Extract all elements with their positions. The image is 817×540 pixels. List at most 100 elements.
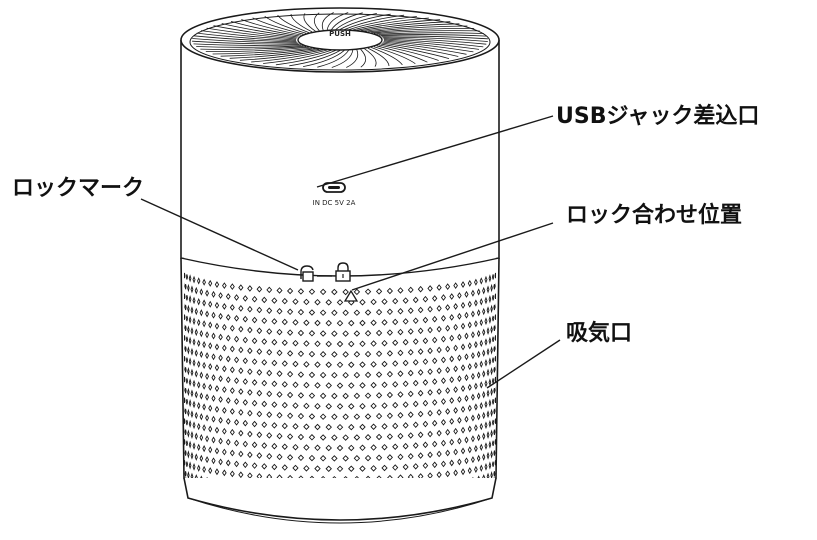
lock-mark-label: ロックマーク <box>12 176 145 201</box>
mesh-hole <box>460 343 466 351</box>
mesh-hole <box>297 412 305 420</box>
mesh-hole <box>392 443 399 450</box>
mesh-hole <box>211 374 216 382</box>
mesh-hole <box>457 396 462 403</box>
mesh-hole <box>192 421 196 430</box>
mesh-hole <box>238 450 244 458</box>
mesh-hole <box>482 453 486 461</box>
mesh-hole <box>445 449 451 457</box>
usb-port-label: USBジャック差込口 <box>556 104 760 129</box>
mesh-hole <box>211 332 216 340</box>
mesh-hole <box>407 390 414 398</box>
mesh-hole <box>242 461 248 469</box>
mesh-hole <box>359 340 366 348</box>
mesh-hole <box>194 370 198 378</box>
mesh-hole <box>494 314 496 320</box>
mesh-hole <box>494 293 496 300</box>
mesh-hole <box>266 432 273 439</box>
mesh-hole <box>417 431 424 439</box>
mesh-hole <box>493 283 496 290</box>
mesh-hole <box>194 390 198 399</box>
mesh-hole <box>251 420 258 428</box>
mesh-hole <box>251 462 258 469</box>
mesh-hole <box>336 465 344 473</box>
mesh-hole <box>397 287 404 294</box>
mesh-hole <box>484 275 488 284</box>
mesh-hole <box>460 405 466 413</box>
mesh-hole <box>386 370 393 378</box>
mesh-hole <box>342 434 349 441</box>
mesh-hole <box>402 442 409 450</box>
mesh-hole <box>238 284 244 291</box>
mesh-hole <box>491 357 495 363</box>
mesh-hole <box>460 468 466 476</box>
mesh-hole <box>381 360 388 368</box>
mesh-hole <box>476 413 481 421</box>
mesh-hole <box>407 307 414 314</box>
mesh-hole <box>479 360 483 368</box>
mesh-hole <box>397 308 404 315</box>
mesh-hole <box>251 441 258 449</box>
mesh-hole <box>493 491 496 498</box>
mesh-hole <box>297 329 305 337</box>
mesh-hole <box>205 414 210 422</box>
mesh-hole <box>436 388 442 395</box>
mesh-hole <box>436 471 442 479</box>
mesh-hole <box>370 444 377 451</box>
lock-align-leader <box>351 222 554 291</box>
mesh-hole <box>476 392 481 400</box>
mesh-hole <box>445 283 451 291</box>
grille-blade <box>383 40 474 53</box>
mesh-hole <box>197 360 201 368</box>
mesh-hole <box>488 315 492 325</box>
mesh-hole <box>261 442 268 449</box>
mesh-hole <box>440 294 446 301</box>
mesh-hole <box>432 357 438 365</box>
mesh-hole <box>303 340 310 347</box>
mesh-hole <box>432 336 438 344</box>
mesh-hole <box>325 403 332 410</box>
mesh-hole <box>493 325 496 331</box>
mesh-hole <box>488 336 492 345</box>
mesh-hole <box>427 368 433 375</box>
mesh-hole <box>386 412 393 420</box>
mesh-hole <box>364 434 372 441</box>
mesh-hole <box>453 407 458 414</box>
mesh-hole <box>449 459 455 467</box>
mesh-hole <box>497 480 498 485</box>
mesh-hole <box>436 284 442 291</box>
mesh-hole <box>287 287 294 295</box>
mesh-hole <box>214 301 220 309</box>
mesh-hole <box>353 392 361 400</box>
mesh-hole <box>482 349 486 357</box>
mesh-hole <box>342 413 349 421</box>
mesh-hole <box>184 387 187 394</box>
mesh-hole <box>375 454 383 462</box>
mesh-hole <box>256 389 263 397</box>
mesh-hole <box>493 471 496 477</box>
mesh-hole <box>407 369 414 377</box>
mesh-hole <box>199 350 204 359</box>
mesh-hole <box>422 337 429 345</box>
mesh-hole <box>370 402 377 410</box>
grille-blade <box>371 27 475 33</box>
mesh-hole <box>266 307 273 314</box>
mesh-hole <box>271 359 278 367</box>
mesh-hole <box>490 325 493 334</box>
mesh-hole <box>211 353 216 361</box>
mesh-hole <box>402 380 409 388</box>
mesh-hole <box>397 453 404 461</box>
mesh-hole <box>225 313 231 321</box>
mesh-hole <box>256 327 263 335</box>
mesh-hole <box>184 490 185 496</box>
mesh-hole <box>202 424 206 432</box>
grille-blade <box>263 49 332 64</box>
mesh-hole <box>187 470 190 480</box>
mesh-hole <box>353 288 361 296</box>
mesh-hole <box>484 338 488 346</box>
mesh-hole <box>479 443 483 452</box>
mesh-hole <box>314 319 321 327</box>
mesh-hole <box>491 315 495 322</box>
mesh-hole <box>208 383 213 391</box>
mesh-hole <box>392 381 399 388</box>
